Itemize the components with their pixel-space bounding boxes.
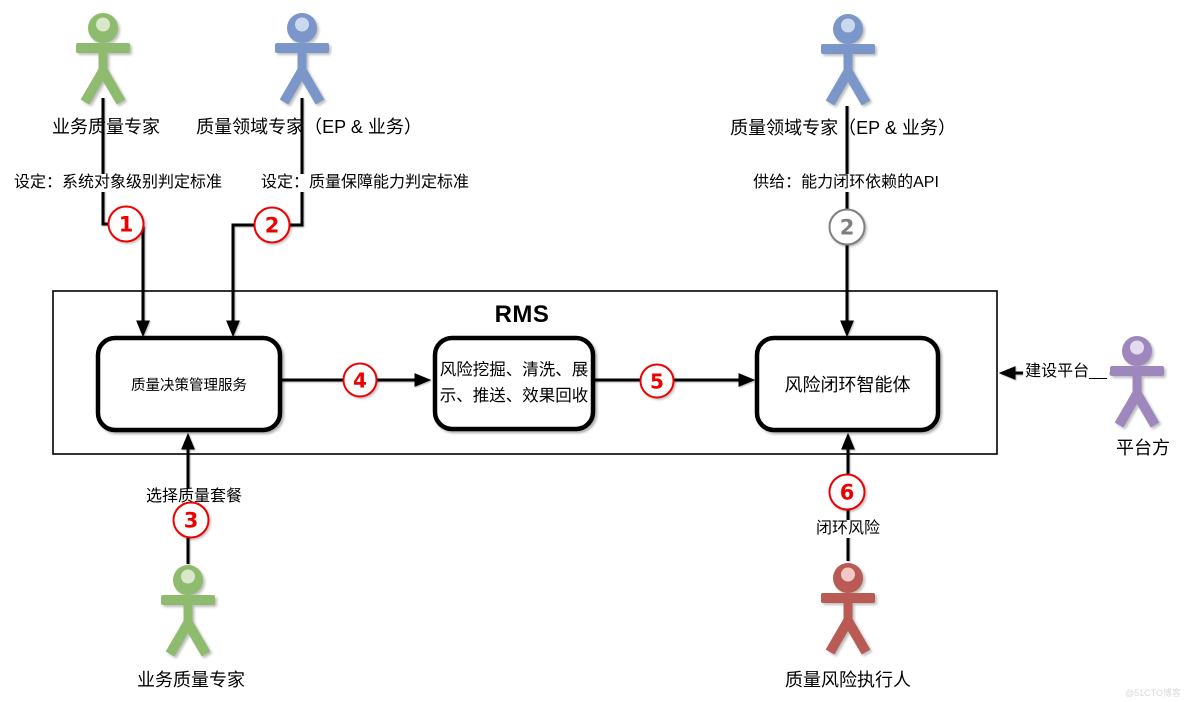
- actor-head-inner: [295, 17, 309, 32]
- box-risk-closed-loop-agent: [754, 335, 941, 433]
- annotation-supply-api: 供给：能力闭环依赖的API: [751, 174, 941, 193]
- box-quality-decision-service: [95, 335, 283, 433]
- actor-label-platform-party: 平台方: [1116, 438, 1170, 458]
- actor-label-business-quality-expert-top: 业务质量专家: [52, 117, 160, 137]
- step-badge-6: 6: [828, 473, 866, 511]
- step-badge-2-gray: 2: [828, 208, 866, 246]
- rms-title: RMS: [494, 301, 550, 328]
- actor-head-inner: [841, 18, 855, 33]
- actor-head-inner: [181, 569, 195, 584]
- rms-container-box: [52, 290, 998, 455]
- actor-figure-business-quality-expert-bottom: [161, 565, 215, 654]
- actor-head-inner: [1130, 340, 1144, 355]
- step-badge-4: 4: [342, 362, 378, 398]
- arrow-set-quality-lower: [226, 223, 256, 338]
- actor-figure-quality-risk-executor: [821, 563, 875, 652]
- box-label-risk-closed-loop-agent: 风险闭环智能体: [784, 375, 911, 395]
- box-label-risk-pipeline-line2: 示、推送、效果回收: [439, 386, 589, 405]
- actor-figure-quality-domain-expert-left: [275, 13, 329, 102]
- annotation-choose-package: 选择质量套餐: [143, 488, 245, 507]
- annotation-set-quality-standard: 设定：质量保障能力判定标准: [258, 174, 472, 193]
- watermark-text: @51CTO博客: [1125, 687, 1181, 698]
- box-risk-pipeline: [432, 335, 596, 432]
- step-badge-2-red: 2: [253, 206, 291, 244]
- actor-head-inner: [96, 17, 110, 32]
- actor-head-inner: [841, 567, 855, 582]
- actor-label-business-quality-expert-bottom: 业务质量专家: [137, 670, 245, 690]
- box-label-quality-decision-service: 质量决策管理服务: [131, 377, 247, 394]
- actor-figure-platform-party: [1110, 336, 1164, 425]
- annotation-set-system-standard: 设定：系统对象级别判定标准: [11, 174, 225, 193]
- arrow-set-quality-upper: [288, 98, 304, 227]
- step-badge-5: 5: [639, 363, 675, 399]
- actor-label-quality-domain-expert-right: 质量领域专家（EP & 业务）: [730, 118, 956, 138]
- step-badge-1: 1: [107, 205, 145, 243]
- annotation-build-platform: 建设平台__: [1023, 363, 1109, 382]
- annotation-close-loop-risk: 闭环风险: [813, 520, 883, 539]
- actor-label-quality-risk-executor: 质量风险执行人: [785, 670, 911, 690]
- actor-figure-business-quality-expert-top: [76, 13, 130, 102]
- step-badge-3: 3: [172, 501, 210, 539]
- box-label-risk-pipeline-line1: 风险挖掘、清洗、展: [439, 360, 589, 379]
- actor-label-quality-domain-expert-left: 质量领域专家（EP & 业务）: [196, 117, 422, 137]
- actor-figure-quality-domain-expert-right: [821, 14, 875, 103]
- box-label-risk-pipeline: 风险挖掘、清洗、展 示、推送、效果回收: [435, 338, 593, 429]
- flow-arrows: [101, 98, 1109, 564]
